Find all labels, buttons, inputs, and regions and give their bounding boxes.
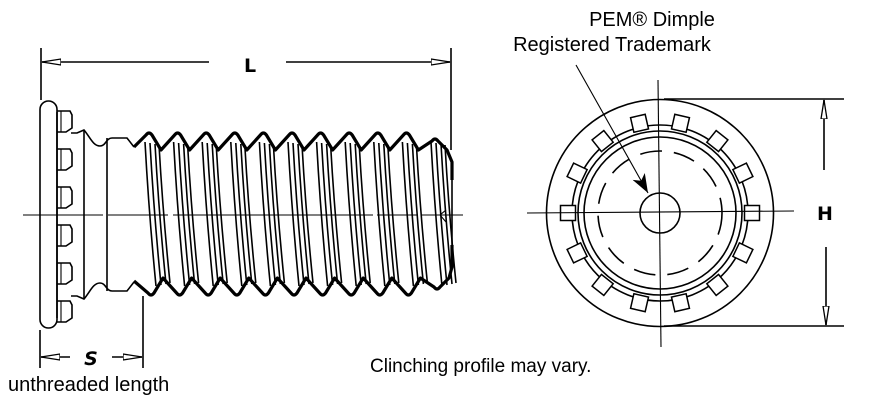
- end-clinch-tooth: [731, 162, 754, 185]
- end-clinch-tooth: [670, 113, 691, 134]
- thread-bottom-outline: [132, 245, 454, 297]
- side-view: L S unthreaded length: [8, 48, 463, 396]
- side-clinch-tooth: [57, 262, 73, 285]
- length-dimension: L: [40, 48, 452, 150]
- end-clinch-tooth: [743, 204, 761, 222]
- trademark-line-2: Registered Trademark: [513, 34, 712, 56]
- end-view: PEM® Dimple Registered Trademark H: [513, 9, 844, 348]
- end-clinch-tooth: [705, 273, 729, 297]
- trademark-line-1: PEM® Dimple: [589, 9, 715, 31]
- length-label: L: [244, 55, 256, 77]
- end-clinch-tooth: [591, 273, 615, 297]
- dimple-leader-arrow: [575, 64, 649, 194]
- unthreaded-caption: unthreaded length: [8, 374, 169, 396]
- end-clinch-tooth: [629, 113, 650, 134]
- head-diameter-label: H: [817, 203, 833, 225]
- thread-top-outline: [132, 131, 454, 180]
- side-clinch-tooth: [57, 148, 73, 171]
- end-clinch-tooth: [566, 241, 589, 264]
- end-clinch-tooth: [591, 129, 615, 153]
- unthreaded-label: S: [84, 348, 98, 370]
- end-clinch-tooth: [566, 162, 589, 185]
- end-clinch-tooth: [629, 292, 650, 313]
- unthreaded-dimension: S unthreaded length: [8, 296, 169, 396]
- side-clinch-tooth: [57, 224, 73, 247]
- end-vertical-centerline: [657, 79, 662, 348]
- end-clinch-tooth: [731, 241, 754, 264]
- end-clinch-tooth: [705, 129, 729, 153]
- clinch-teeth: [56, 110, 73, 323]
- clinching-profile-note: Clinching profile may vary.: [370, 356, 591, 377]
- side-clinch-tooth: [57, 186, 73, 209]
- end-clinch-tooth: [670, 292, 691, 313]
- thread-helix-line: [411, 143, 425, 285]
- side-clinch-tooth: [57, 110, 73, 133]
- end-dashed-circle: [597, 150, 723, 276]
- head-diameter-dimension: H: [664, 98, 844, 327]
- side-clinch-tooth: [57, 300, 73, 323]
- end-horizontal-centerline: [526, 210, 795, 214]
- thread-profile: [132, 131, 457, 297]
- end-clinch-teeth: [559, 113, 761, 313]
